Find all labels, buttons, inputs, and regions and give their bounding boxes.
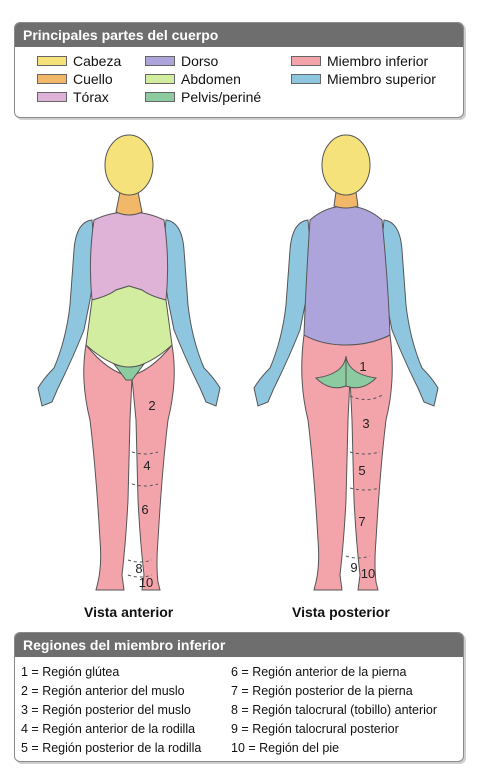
legend-swatch: [145, 56, 175, 66]
legend-label: Cabeza: [73, 53, 122, 69]
anterior-figure: [37, 134, 221, 591]
posterior-back: [303, 205, 391, 346]
posterior-right-arm: [379, 219, 439, 407]
region-item: 6 = Región anterior de la pierna: [231, 665, 407, 679]
body-parts-legend: Principales partes del cuerpo Cabeza Cue…: [14, 22, 464, 118]
legend-item-dorso: Dorso: [145, 53, 218, 69]
anterior-knee-line: [131, 451, 159, 487]
lower-limb-regions: Regiones del miembro inferior 1 = Región…: [14, 632, 464, 762]
anterior-number: 2: [148, 398, 155, 413]
posterior-gluteal-line: [349, 393, 385, 400]
anterior-number: 6: [141, 502, 148, 517]
posterior-number: 3: [362, 416, 369, 431]
legend-label: Abdomen: [181, 71, 241, 87]
anterior-pelvis: [112, 362, 146, 381]
posterior-pelvis: [314, 355, 378, 389]
legend-swatch: [37, 74, 67, 84]
posterior-number: 7: [358, 514, 365, 529]
legend-label: Tórax: [73, 89, 109, 105]
anterior-legs: [83, 343, 175, 591]
anterior-caption: Vista anterior: [84, 604, 174, 620]
legend-swatch: [291, 74, 321, 84]
legend-item-miembro-inferior: Miembro inferior: [291, 53, 428, 69]
body-diagram: 2 4 6 8 10 1 3 5 7 9 10: [37, 134, 439, 591]
legend-label: Cuello: [73, 71, 113, 87]
legend-item-pelvis: Pelvis/periné: [145, 89, 261, 105]
posterior-figure: [253, 134, 439, 591]
region-item: 10 = Región del pie: [231, 741, 340, 755]
anterior-neck: [115, 191, 143, 216]
anterior-right-arm: [161, 219, 221, 407]
posterior-caption: Vista posterior: [292, 604, 390, 620]
region-item: 7 = Región posterior de la pierna: [231, 684, 413, 698]
region-item: 8 = Región talocrural (tobillo) anterior: [231, 703, 438, 717]
legend-title: Principales partes del cuerpo: [15, 23, 463, 47]
legend-item-cabeza: Cabeza: [37, 53, 121, 69]
posterior-number: 5: [358, 463, 365, 478]
legend-swatch: [37, 56, 67, 66]
posterior-knee-line: [349, 451, 381, 491]
region-item: 2 = Región anterior del muslo: [21, 684, 185, 698]
anterior-left-arm: [37, 219, 97, 407]
legend-item-torax: Tórax: [37, 89, 109, 105]
posterior-neck: [333, 191, 359, 209]
posterior-number: 9: [350, 560, 357, 575]
legend-label: Dorso: [181, 53, 219, 69]
posterior-ankle-line: [345, 555, 371, 559]
region-item: 5 = Región posterior de la rodilla: [21, 741, 202, 755]
region-item: 9 = Región talocrural posterior: [231, 722, 399, 736]
anterior-head: [104, 134, 154, 196]
anterior-number: 10: [139, 575, 153, 590]
posterior-number: 1: [359, 359, 366, 374]
anterior-abdomen: [85, 285, 173, 369]
legend-swatch: [145, 92, 175, 102]
legend-swatch: [291, 56, 321, 66]
region-item: 1 = Región glútea: [21, 665, 120, 679]
posterior-number: 10: [361, 566, 375, 581]
legend-swatch: [145, 74, 175, 84]
region-item: 4 = Región anterior de la rodilla: [21, 722, 196, 736]
legend-item-cuello: Cuello: [37, 71, 113, 87]
legend-label: Miembro inferior: [327, 53, 429, 69]
legend-swatch: [37, 92, 67, 102]
region-item: 3 = Región posterior del muslo: [21, 703, 191, 717]
posterior-left-arm: [253, 219, 313, 407]
anterior-ankle-line: [127, 559, 153, 578]
legend-item-abdomen: Abdomen: [145, 71, 241, 87]
legend-label: Miembro superior: [327, 71, 436, 87]
anterior-number: 8: [135, 561, 142, 576]
anterior-number: 4: [143, 458, 150, 473]
legend-item-miembro-superior: Miembro superior: [291, 71, 436, 87]
posterior-head: [321, 134, 371, 196]
legend-label: Pelvis/periné: [181, 89, 262, 105]
regions-title: Regiones del miembro inferior: [15, 633, 463, 657]
